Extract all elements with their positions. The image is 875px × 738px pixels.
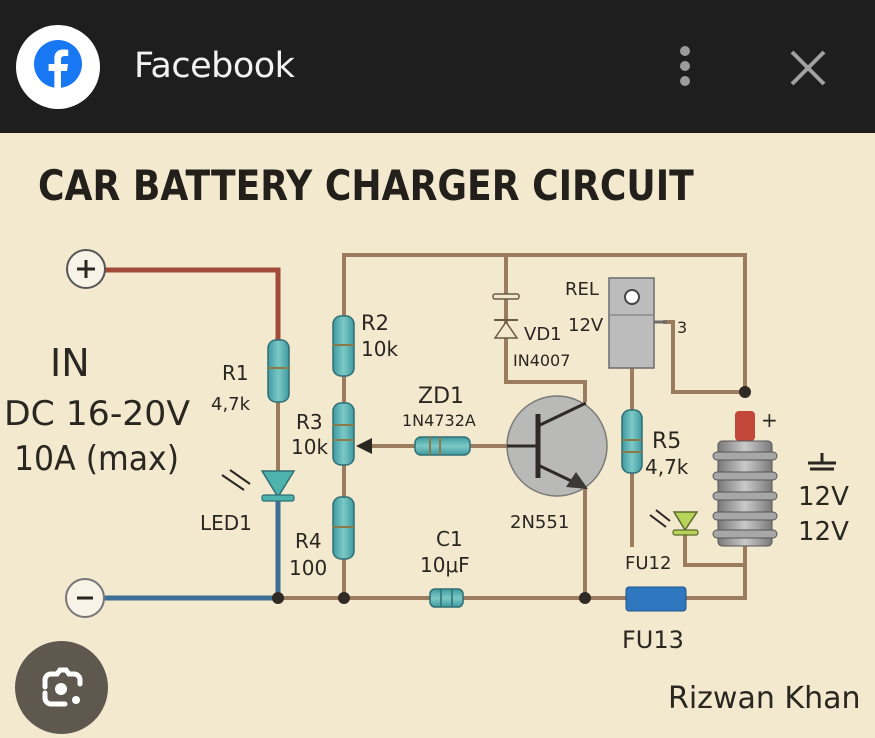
facebook-logo-icon[interactable]: [16, 25, 100, 109]
close-button[interactable]: [786, 46, 830, 90]
google-lens-button[interactable]: [15, 641, 108, 734]
wiper-arrow-icon: [356, 438, 372, 454]
light-emission-icon: [649, 509, 671, 528]
c1-label: C1: [436, 527, 463, 551]
r3-label: R3: [296, 410, 323, 434]
battery-plus: +: [761, 408, 778, 432]
relay-rel: [608, 277, 667, 369]
r4-label: R4: [295, 529, 322, 553]
vd1-value: IN4007: [513, 351, 570, 370]
light-emission-icon: [221, 469, 251, 491]
resistor-r1: [267, 339, 290, 403]
negative-terminal: [65, 578, 105, 618]
fu13-label: FU13: [622, 626, 684, 654]
app-title: Facebook: [134, 46, 295, 86]
battery-12v: [712, 411, 778, 547]
close-icon: [790, 50, 826, 86]
circuit-diagram: IN DC 16-20V 10A (max) R1 4,7k LED1 R2 1…: [4, 249, 849, 654]
r2-label: R2: [361, 311, 389, 335]
author-credit: Rizwan Khan: [668, 681, 861, 716]
led1-label: LED1: [200, 511, 252, 535]
capacitor-c1: [429, 588, 464, 608]
app-header: Facebook: [0, 0, 875, 133]
input-current: 10A (max): [14, 439, 179, 479]
image-viewer: CAR BATTERY CHARGER CIRCUIT: [0, 133, 875, 737]
fu12-label: FU12: [625, 553, 671, 574]
diagram-title: CAR BATTERY CHARGER CIRCUIT: [38, 161, 694, 210]
transistor-label: 2N551: [510, 512, 569, 533]
junction-dot: [338, 592, 350, 604]
google-lens-icon: [42, 667, 83, 707]
more-vertical-icon: [680, 46, 690, 86]
relay-value: 12V: [568, 315, 604, 336]
r5-value: 4,7k: [645, 455, 689, 479]
input-heading: IN: [50, 341, 90, 385]
fuse-fu13: [625, 586, 687, 612]
led1-diode: [221, 469, 296, 502]
r1-label: R1: [222, 361, 249, 385]
junction-dot: [272, 592, 284, 604]
diode-vd1: [492, 293, 520, 339]
more-options-button[interactable]: [668, 44, 702, 90]
potentiometer-r3: [332, 402, 355, 466]
r3-value: 10k: [291, 435, 328, 459]
transistor-2n551: [506, 395, 608, 497]
positive-terminal: [66, 249, 106, 289]
led2-diode: [649, 509, 699, 536]
c1-value: 10μF: [420, 553, 470, 577]
ground-symbol-icon: [808, 453, 836, 471]
zd1-label: ZD1: [418, 384, 464, 409]
relay-label: REL: [565, 279, 599, 300]
junction-dot: [579, 592, 591, 604]
battery-label-2: 12V: [798, 517, 849, 547]
input-voltage: DC 16-20V: [4, 394, 190, 434]
r2-value: 10k: [361, 337, 398, 361]
zener-zd1: [414, 436, 471, 456]
relay-pin: 3: [677, 318, 687, 337]
junctions: [272, 386, 751, 604]
r5-label: R5: [652, 429, 681, 454]
r1-value: 4,7k: [211, 394, 251, 415]
wire-relay-battery: [663, 320, 747, 394]
wire-vd1-collector: [504, 253, 587, 402]
wire-positive-input: [103, 267, 281, 343]
junction-dot: [739, 386, 751, 398]
vd1-label: VD1: [524, 324, 562, 345]
resistor-r5: [621, 409, 643, 474]
r4-value: 100: [289, 556, 327, 580]
battery-label-1: 12V: [798, 482, 849, 512]
wire-led2-battery: [683, 533, 747, 567]
zd1-value: 1N4732A: [402, 411, 476, 430]
